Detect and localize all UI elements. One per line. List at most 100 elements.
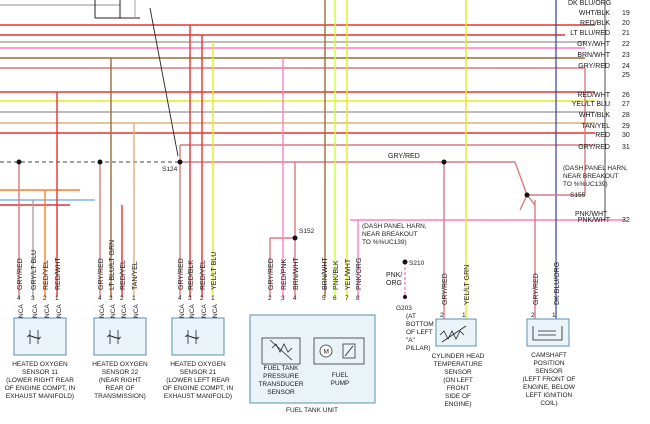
pin-number: 4 [293, 295, 297, 302]
caption-line: FRONT [447, 385, 469, 392]
wire-color-label: YEL/WHT [345, 258, 352, 290]
motor-letter: M [324, 349, 329, 356]
wire-color-label: TAN/YEL [132, 261, 139, 290]
label-gry-red-center: GRY/RED [388, 153, 420, 160]
pin-number: 2 [43, 295, 47, 302]
row-number: 21 [622, 30, 630, 37]
wire-color-label: WHT/BLK [579, 10, 610, 17]
wire-color-label: GRY/RED [268, 258, 275, 290]
pin-number: 2 [531, 312, 535, 319]
wire-color-label: GRY/RED [578, 144, 610, 151]
wire-color-label: BRN/WHT [577, 52, 610, 59]
pin-number: 3 [281, 295, 285, 302]
wire-color-label: LT BLU/LT GRN [109, 240, 116, 290]
splice-dot-cht [441, 159, 447, 165]
pin-number: 2 [200, 295, 204, 302]
v-s155-a [514, 161, 528, 196]
caption-line: ENGINE, BELOW [523, 384, 576, 391]
row-number: 31 [622, 144, 630, 151]
connector-box-s21 [171, 317, 225, 356]
sender-icon [342, 343, 356, 359]
nca-label: NCA [18, 304, 25, 318]
heater-icon [106, 330, 122, 344]
wire-color-label: RED/YEL [43, 260, 50, 290]
pin-number: 2 [268, 295, 272, 302]
wire-color-label: BRN/WHT [293, 257, 300, 290]
row-number: 24 [622, 63, 630, 70]
caption-line: (NEAR RIGHT [99, 377, 141, 384]
row-number: 27 [622, 101, 630, 108]
wire-color-label: BRN/WHT [322, 257, 329, 290]
wire-color-label: RED/PNK [281, 259, 288, 290]
caption-line: (LEFT FRONT OF [523, 376, 576, 383]
caption-line: TRANSDUCER [258, 381, 303, 388]
wire-color-label: YEL/LT BLU [211, 252, 218, 290]
row-number: 28 [622, 112, 630, 119]
caption-line: FUEL TANK [264, 365, 300, 372]
wire-color-label: DK BLU/ORG [554, 262, 561, 305]
text-line: "A" [406, 337, 416, 344]
nca-label: NCA [110, 304, 117, 318]
pin-number: 7 [345, 295, 349, 302]
row-number: 26 [622, 92, 630, 99]
pin-number: 8 [356, 295, 360, 302]
pin-number: 1 [55, 295, 59, 302]
text-line: PILLAR) [406, 345, 431, 352]
component-heated-o2-sensor-22 [93, 317, 147, 356]
splice-dot-s152 [292, 235, 298, 241]
wire-color-label: GRY/RED [442, 273, 449, 305]
pin-number: 1 [211, 295, 215, 302]
caption-line: TEMPERATURE [434, 361, 483, 368]
nca-label: NCA [56, 304, 63, 318]
text-line: ORG [386, 280, 402, 287]
connector-box-s11 [13, 317, 67, 356]
wire-color-label: RED/BLK [188, 260, 195, 290]
caption-line: SENSOR [535, 368, 563, 375]
row-number: 23 [622, 52, 630, 59]
row-number: 25 [622, 72, 630, 79]
wire-color-label: GRY/RED [533, 273, 540, 305]
connector-box-s22 [93, 317, 147, 356]
caption-line: SENSOR 11 [22, 369, 58, 376]
pin-number: 1 [552, 312, 556, 319]
heater-icon [26, 330, 42, 344]
text-line: (DASH PANEL HARN, [362, 223, 427, 230]
caption-line: TRANSMISSION) [94, 393, 146, 400]
v-s155-c [519, 194, 528, 211]
nca-label: NCA [179, 304, 186, 318]
row-number: 29 [622, 123, 630, 130]
wire-color-label: YEL/LT BLU [572, 101, 610, 108]
wire-color-label: WHT/BLK [579, 112, 610, 119]
caption-line: SENSOR 22 [102, 369, 139, 376]
row-number: 30 [622, 132, 630, 139]
hall-sensor-icon [532, 326, 563, 341]
row-number: 22 [622, 41, 630, 48]
wire-color-label: TAN/YEL [581, 123, 610, 130]
pin-number: 6 [333, 295, 337, 302]
pin-number: 1 [132, 295, 136, 302]
bus-wires [0, 0, 625, 221]
row-number: 20 [622, 20, 630, 27]
caption-line: LEFT IGNITION [526, 392, 573, 399]
wire-color-label: RED/BLK [580, 20, 610, 27]
pin-number: 2 [120, 295, 124, 302]
wire-color-label: PNK/BLK [333, 260, 340, 290]
wire-color-label: YEL/LT GRN [464, 265, 471, 305]
v-black-diag [149, 7, 179, 157]
nca-label: NCA [32, 304, 39, 318]
pin-number: 3 [188, 295, 192, 302]
pin-number: 4 [17, 295, 21, 302]
text-line: (AT [406, 313, 416, 320]
splice-dot-s124 [177, 159, 183, 165]
thermistor-icon [439, 325, 467, 343]
wire-color-label: PNK/ORG [356, 258, 363, 290]
caption-line: CYLINDER HEAD [432, 353, 485, 360]
splice-label-s155: S155 [570, 192, 586, 199]
